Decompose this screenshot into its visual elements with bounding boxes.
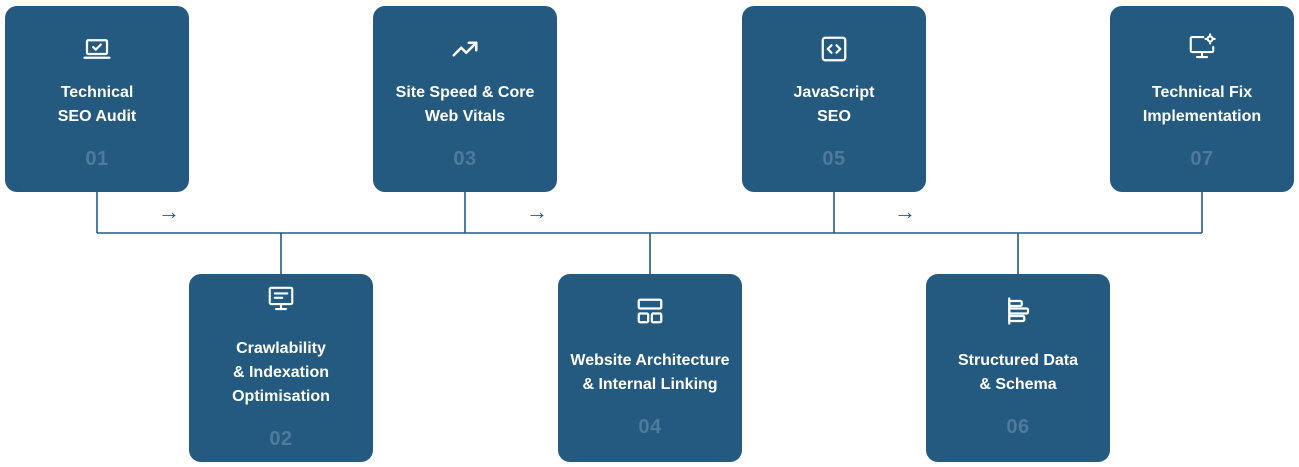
align-bars-icon bbox=[1003, 296, 1033, 326]
step-number: 06 bbox=[1006, 416, 1030, 438]
step-number: 05 bbox=[822, 148, 846, 170]
step-number: 02 bbox=[269, 428, 293, 450]
step-title: Crawlability & Indexation Optimisation bbox=[232, 340, 330, 405]
step-title: Technical Fix Implementation bbox=[1142, 84, 1262, 125]
step-card-05[interactable]: JavaScript SEO 05 bbox=[742, 6, 926, 192]
step-card-04[interactable]: Website Architecture & Internal Linking … bbox=[558, 274, 742, 462]
trending-up-icon bbox=[450, 34, 480, 64]
code-brackets-icon bbox=[819, 34, 849, 64]
step-card-02[interactable]: Crawlability & Indexation Optimisation 0… bbox=[189, 274, 373, 462]
step-title: Technical SEO Audit bbox=[57, 84, 137, 125]
step-number: 07 bbox=[1190, 148, 1214, 170]
arrow-right-icon: → bbox=[526, 199, 548, 224]
step-title: Structured Data & Schema bbox=[957, 352, 1079, 393]
step-number: 03 bbox=[453, 148, 477, 170]
layout-grid-icon bbox=[635, 296, 665, 326]
step-card-03[interactable]: Site Speed & Core Web Vitals 03 bbox=[373, 6, 557, 192]
step-card-01[interactable]: Technical SEO Audit 01 bbox=[5, 6, 189, 192]
step-number: 04 bbox=[638, 416, 662, 438]
step-title: Website Architecture & Internal Linking bbox=[570, 352, 730, 393]
monitor-gear-icon bbox=[1187, 32, 1217, 62]
step-number: 01 bbox=[85, 148, 109, 170]
step-card-06[interactable]: Structured Data & Schema 06 bbox=[926, 274, 1110, 462]
step-card-07[interactable]: Technical Fix Implementation 07 bbox=[1110, 6, 1294, 192]
step-title: JavaScript SEO bbox=[793, 84, 875, 125]
arrow-right-icon: → bbox=[158, 199, 180, 224]
step-title: Site Speed & Core Web Vitals bbox=[395, 84, 535, 125]
laptop-check-icon bbox=[82, 34, 112, 64]
monitor-text-icon bbox=[266, 284, 296, 314]
arrow-right-icon: → bbox=[894, 199, 916, 224]
